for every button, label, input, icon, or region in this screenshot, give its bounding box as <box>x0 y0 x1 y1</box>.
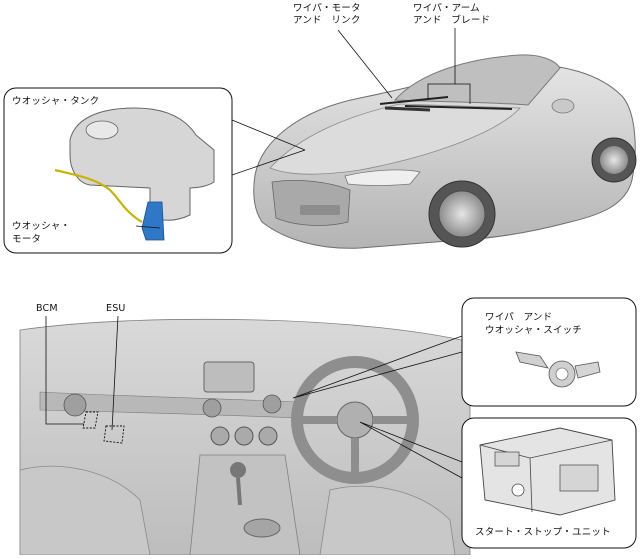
wiper-switch-stalk <box>515 351 549 369</box>
car-front-rim <box>438 190 486 238</box>
shift-knob <box>230 462 246 478</box>
car-wiper-blades <box>379 96 513 110</box>
washer-harness <box>54 168 143 223</box>
leader-lines-top <box>337 28 471 104</box>
shift-lever <box>236 477 242 506</box>
car-illustration <box>253 54 637 249</box>
esu-location <box>103 425 125 444</box>
car-fog-vent <box>300 205 340 215</box>
car-headlamp <box>344 169 421 186</box>
steering-wheel <box>291 356 419 484</box>
center-display <box>203 361 255 393</box>
cup-holder <box>243 518 281 538</box>
left-seat <box>19 465 151 556</box>
washer-motor <box>141 201 165 241</box>
interior-illustration <box>19 318 471 556</box>
left-vent <box>63 393 87 417</box>
callout-frame-switch <box>461 297 637 407</box>
center-vent-right <box>262 394 282 414</box>
washer-tank-cap <box>85 120 119 140</box>
center-vent-left <box>202 398 222 418</box>
right-seat <box>319 485 456 556</box>
start-stop-unit-label: スタート・ストップ・ユニット <box>475 527 611 538</box>
wiper-motor-link-label-2: アンド リンク <box>293 15 361 26</box>
steering-spokes <box>300 416 410 475</box>
wiper-switch-connector <box>574 361 601 379</box>
wiper-arm-blade-label-2: アンド ブレード <box>413 15 491 26</box>
car-rear-rim <box>600 146 628 174</box>
washer-tank-label: ウオッシャ・タンク <box>12 96 100 107</box>
washer-tank-callout <box>3 87 306 254</box>
start-stop-key <box>511 483 525 497</box>
wiper-switch-label-2: ウオッシャ・スイッチ <box>485 325 583 336</box>
car-windshield <box>393 54 561 106</box>
steering-hub <box>336 401 374 439</box>
leader-lines-bottom <box>45 315 463 479</box>
wiper-motor-link-label-1: ワイパ・モータ <box>293 3 361 14</box>
car-grille <box>271 180 351 226</box>
hvac-knob-1 <box>210 426 230 446</box>
callout-connector <box>231 119 306 176</box>
washer-motor-label-2: モータ <box>12 234 42 245</box>
hvac-knob-3 <box>258 426 278 446</box>
bcm-location <box>82 411 99 429</box>
start-stop-callout <box>461 417 637 549</box>
car-wiper-link <box>384 106 431 112</box>
wiper-arm-blade-label-1: ワイパ・アーム <box>413 3 480 14</box>
hvac-knob-2 <box>234 426 254 446</box>
wiper-switch-label-1: ワイパ アンド <box>485 312 553 323</box>
car-mirror <box>551 98 575 114</box>
esu-label: ESU <box>106 303 126 314</box>
bcm-label: BCM <box>36 303 58 314</box>
wiper-switch-callout <box>461 297 637 407</box>
car-hood <box>269 103 521 175</box>
washer-motor-label-1: ウオッシャ・ <box>12 221 71 232</box>
